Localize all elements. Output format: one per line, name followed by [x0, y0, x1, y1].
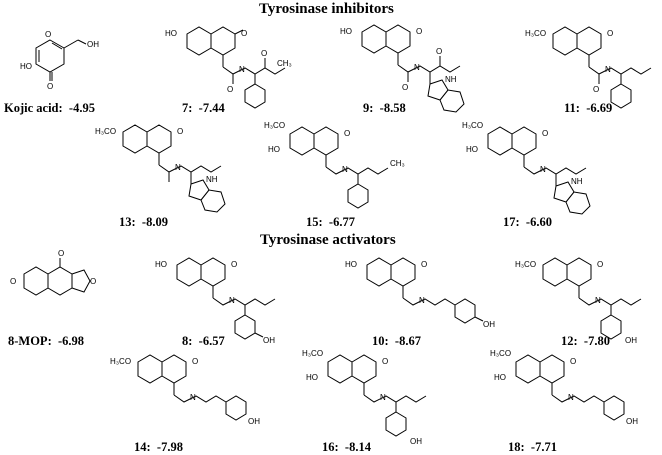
atom-o: O — [436, 47, 442, 56]
compound-8-mop-structure: O O O — [10, 249, 96, 296]
atom-n: N — [605, 65, 611, 74]
atom-o: O — [344, 129, 350, 138]
caption-compound-16: 16: -8.14 — [322, 440, 371, 454]
compound-16-structure: H₃CO HO O N OH — [302, 349, 427, 446]
atom-o: O — [58, 249, 64, 258]
atom-ho: HO — [345, 260, 357, 269]
atom-h3co: H₃CO — [264, 121, 285, 130]
atom-o: O — [227, 85, 233, 94]
atom-nh: NH — [206, 175, 218, 184]
caption-compound-9: 9: -8.58 — [363, 101, 406, 115]
atom-h3co: H₃CO — [515, 260, 536, 269]
atom-o: O — [607, 29, 613, 38]
atom-o: O — [382, 357, 388, 366]
atom-n: N — [175, 163, 181, 172]
compound-8-structure: HO O N OH — [155, 257, 276, 345]
atom-oh: OH — [263, 336, 275, 345]
atom-ho: HO — [340, 27, 352, 36]
caption-compound-10: 10: -8.67 — [372, 334, 421, 348]
atom-oh: OH — [87, 40, 99, 49]
atom-ch3: CH₃ — [277, 59, 292, 68]
atom-o: O — [261, 49, 267, 58]
atom-n: N — [568, 393, 574, 402]
atom-ho: HO — [306, 373, 318, 382]
compound-18-structure: H₃CO HO O N OH — [490, 349, 638, 426]
atom-ho: HO — [268, 145, 280, 154]
compound-9-structure: HO O N O O NH — [340, 24, 465, 113]
atom-o: O — [542, 129, 548, 138]
atom-ho: HO — [165, 29, 177, 38]
atom-ho: HO — [494, 373, 506, 382]
atom-o: O — [47, 82, 53, 91]
atom-o: O — [597, 260, 603, 269]
atom-o: O — [241, 29, 247, 38]
caption-compound-14: 14: -7.98 — [134, 440, 183, 454]
compound-7-structure: HO O N O O CH₃ — [165, 26, 292, 109]
atom-ho: HO — [20, 62, 32, 71]
atom-o: O — [421, 260, 427, 269]
atom-h3co: H₃CO — [490, 349, 511, 358]
caption-compound-13: 13: -8.09 — [119, 215, 168, 229]
atom-oh: OH — [248, 417, 260, 426]
atom-h3co: H₃CO — [110, 357, 131, 366]
caption-compound-11: 11: -6.69 — [564, 101, 613, 115]
atom-n: N — [419, 296, 425, 305]
atom-n: N — [239, 65, 245, 74]
compound-11-structure: H₃CO O N O — [525, 26, 652, 109]
atom-n: N — [229, 296, 235, 305]
atom-o: O — [231, 260, 237, 269]
atom-nh: NH — [571, 177, 583, 186]
atom-n: N — [380, 393, 386, 402]
atom-n: N — [595, 296, 601, 305]
compound-13-structure: H₃CO O N NH — [95, 124, 226, 213]
kojic-acid-structure: O OH HO O — [20, 30, 99, 91]
atom-o: O — [45, 30, 51, 39]
caption-compound-12: 12: -7.80 — [561, 334, 610, 348]
atom-h3co: H₃CO — [462, 121, 483, 130]
atom-o: O — [10, 277, 16, 286]
caption-kojic-acid: Kojic acid: -4.95 — [4, 101, 95, 115]
atom-o: O — [402, 83, 408, 92]
atom-oh: OH — [626, 417, 638, 426]
atom-o: O — [177, 127, 183, 136]
atom-o: O — [570, 357, 576, 366]
caption-compound-17: 17: -6.60 — [503, 215, 552, 229]
atom-oh: OH — [410, 437, 422, 446]
atom-oh: OH — [483, 320, 495, 329]
atom-h3co: H₃CO — [525, 29, 546, 38]
inhibitors-title: Tyrosinase inhibitors — [259, 1, 394, 17]
atom-ch3: CH₃ — [390, 159, 405, 168]
atom-h3co: H₃CO — [302, 349, 323, 358]
atom-n: N — [342, 165, 348, 174]
caption-compound-18: 18: -7.71 — [508, 440, 557, 454]
atom-oh: OH — [625, 336, 637, 345]
compound-14-structure: H₃CO O N OH — [110, 354, 260, 426]
caption-8-mop: 8-MOP: -6.98 — [8, 334, 85, 348]
atom-n: N — [190, 393, 196, 402]
atom-ho: HO — [466, 145, 478, 154]
atom-o: O — [90, 277, 96, 286]
compound-10-structure: HO O N OH — [345, 257, 495, 329]
caption-compound-15: 15: -6.77 — [306, 215, 355, 229]
caption-compound-8: 8: -6.57 — [182, 334, 225, 348]
atom-h3co: H₃CO — [95, 127, 116, 136]
compound-17-structure: H₃CO HO O N NH — [462, 121, 591, 215]
atom-n: N — [540, 165, 546, 174]
compound-12-structure: H₃CO O N OH — [515, 257, 642, 345]
caption-compound-7: 7: -7.44 — [182, 101, 225, 115]
compound-15-structure: H₃CO HO O N CH₃ — [264, 121, 405, 209]
atom-o: O — [593, 85, 599, 94]
atom-nh: NH — [445, 75, 457, 84]
atom-o: O — [416, 27, 422, 36]
atom-n: N — [414, 63, 420, 72]
atom-o: O — [192, 357, 198, 366]
atom-ho: HO — [155, 260, 167, 269]
activators-title: Tyrosinase activators — [260, 232, 396, 248]
